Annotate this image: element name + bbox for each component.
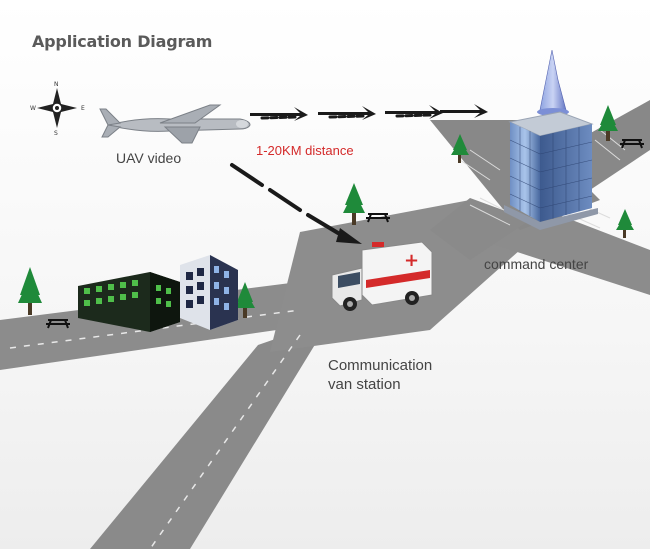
building-windows (84, 280, 171, 307)
road-intersection-link (430, 198, 530, 260)
ambulance-cross-mark: + (404, 250, 419, 271)
diagram-title: Application Diagram (32, 32, 213, 51)
signal-arrow-dashes (260, 113, 432, 120)
uav-icon (99, 104, 251, 144)
tower-icon (504, 49, 598, 230)
lane-mark-down (149, 334, 301, 549)
picnic-table-icon (46, 139, 644, 329)
tree-icon (18, 105, 634, 318)
signal-arrows-diagonal (230, 163, 362, 244)
uav-video-label: UAV video (116, 150, 182, 166)
building2-windows (186, 268, 204, 308)
signal-arrows-horizontal (250, 104, 488, 121)
road-left (0, 278, 360, 370)
van-station-label-line2: van station (328, 376, 401, 393)
van-station-label: Communication van station (328, 356, 432, 394)
compass-icon (37, 88, 77, 128)
road-down (90, 320, 330, 549)
command-center-label: command center (484, 256, 589, 272)
lane-mark-left (9, 309, 301, 349)
ambulance-icon: + (331, 241, 433, 311)
building-icon (78, 255, 238, 332)
van-station-label-line1: Communication (328, 357, 433, 374)
distance-label: 1-20KM distance (256, 143, 354, 158)
tower-window-grid (509, 127, 593, 219)
